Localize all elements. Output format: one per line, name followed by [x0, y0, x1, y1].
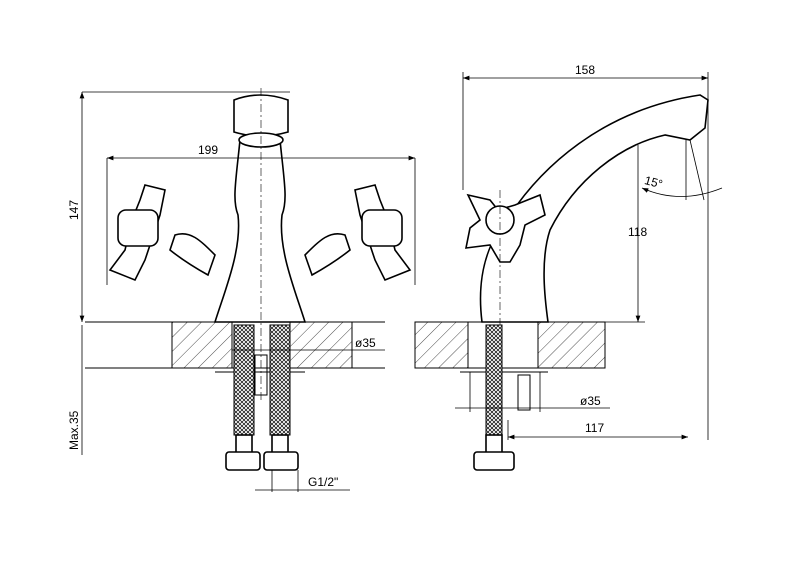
right-handle [304, 184, 412, 282]
max-thickness-label: Max.35 [67, 410, 81, 450]
faucet-body-front [213, 139, 307, 323]
left-handle [108, 184, 216, 282]
reach-label: 117 [585, 421, 604, 435]
spout-height-label: 118 [628, 225, 647, 239]
height-label: 147 [67, 200, 81, 220]
width-label: 199 [198, 143, 218, 157]
side-view: 158 118 15° ø35 117 [414, 63, 723, 471]
hole-diameter-label-front: ø35 [355, 336, 376, 350]
thread-label: G1/2" [308, 475, 338, 489]
length-label: 158 [575, 63, 595, 77]
hole-diameter-label-side: ø35 [580, 394, 601, 408]
front-view: 147 Max.35 199 ø35 G1/2" [67, 88, 416, 492]
angle-label: 15° [643, 173, 664, 191]
